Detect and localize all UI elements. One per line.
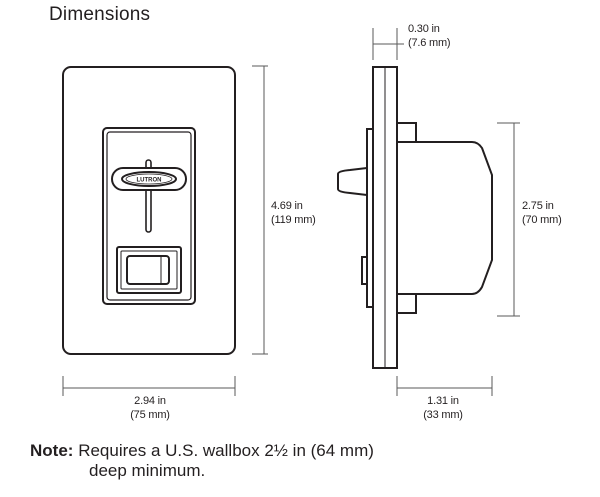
body-height-mm: (70 mm) <box>522 214 562 226</box>
thickness-mm: (7.6 mm) <box>408 37 451 49</box>
note-line-2: deep minimum. <box>89 461 206 480</box>
thickness-inches: 0.30 in <box>408 23 440 35</box>
width-dimension-lines <box>62 376 236 396</box>
body-height-label: 2.75 in (70 mm) <box>522 199 562 227</box>
height-inches: 4.69 in <box>271 200 303 212</box>
depth-mm: (33 mm) <box>423 409 463 421</box>
height-dimension-lines <box>252 65 268 355</box>
depth-label: 1.31 in (33 mm) <box>414 394 472 422</box>
page-title: Dimensions <box>49 4 151 25</box>
width-inches: 2.94 in <box>134 395 166 407</box>
width-mm: (75 mm) <box>130 409 170 421</box>
body-height-dimension-lines <box>497 122 520 317</box>
wallbox-note: Note: Requires a U.S. wallbox 2½ in (64 … <box>30 441 374 481</box>
height-label: 4.69 in (119 mm) <box>271 199 316 227</box>
brand-logo: LUTRON <box>137 178 162 184</box>
switch-housing <box>116 246 182 294</box>
note-line-1: Requires a U.S. wallbox 2½ in (64 mm) <box>78 441 374 460</box>
rocker-switch <box>126 255 170 285</box>
front-view <box>62 66 236 355</box>
brand-oval <box>121 171 177 187</box>
side-view <box>337 66 493 369</box>
wallplate <box>62 66 236 355</box>
height-mm: (119 mm) <box>271 214 316 226</box>
body-depth-dimension-lines <box>396 376 493 396</box>
thickness-dimension-lines <box>372 28 404 60</box>
depth-inches: 1.31 in <box>427 395 459 407</box>
dimmer-frame <box>102 127 196 305</box>
width-label: 2.94 in (75 mm) <box>118 394 182 422</box>
dimmer-frame-inner <box>106 131 192 301</box>
thickness-label: 0.30 in (7.6 mm) <box>408 22 451 50</box>
note-label: Note: <box>30 441 74 460</box>
body-height-inches: 2.75 in <box>522 200 554 212</box>
slider-track <box>145 159 152 233</box>
